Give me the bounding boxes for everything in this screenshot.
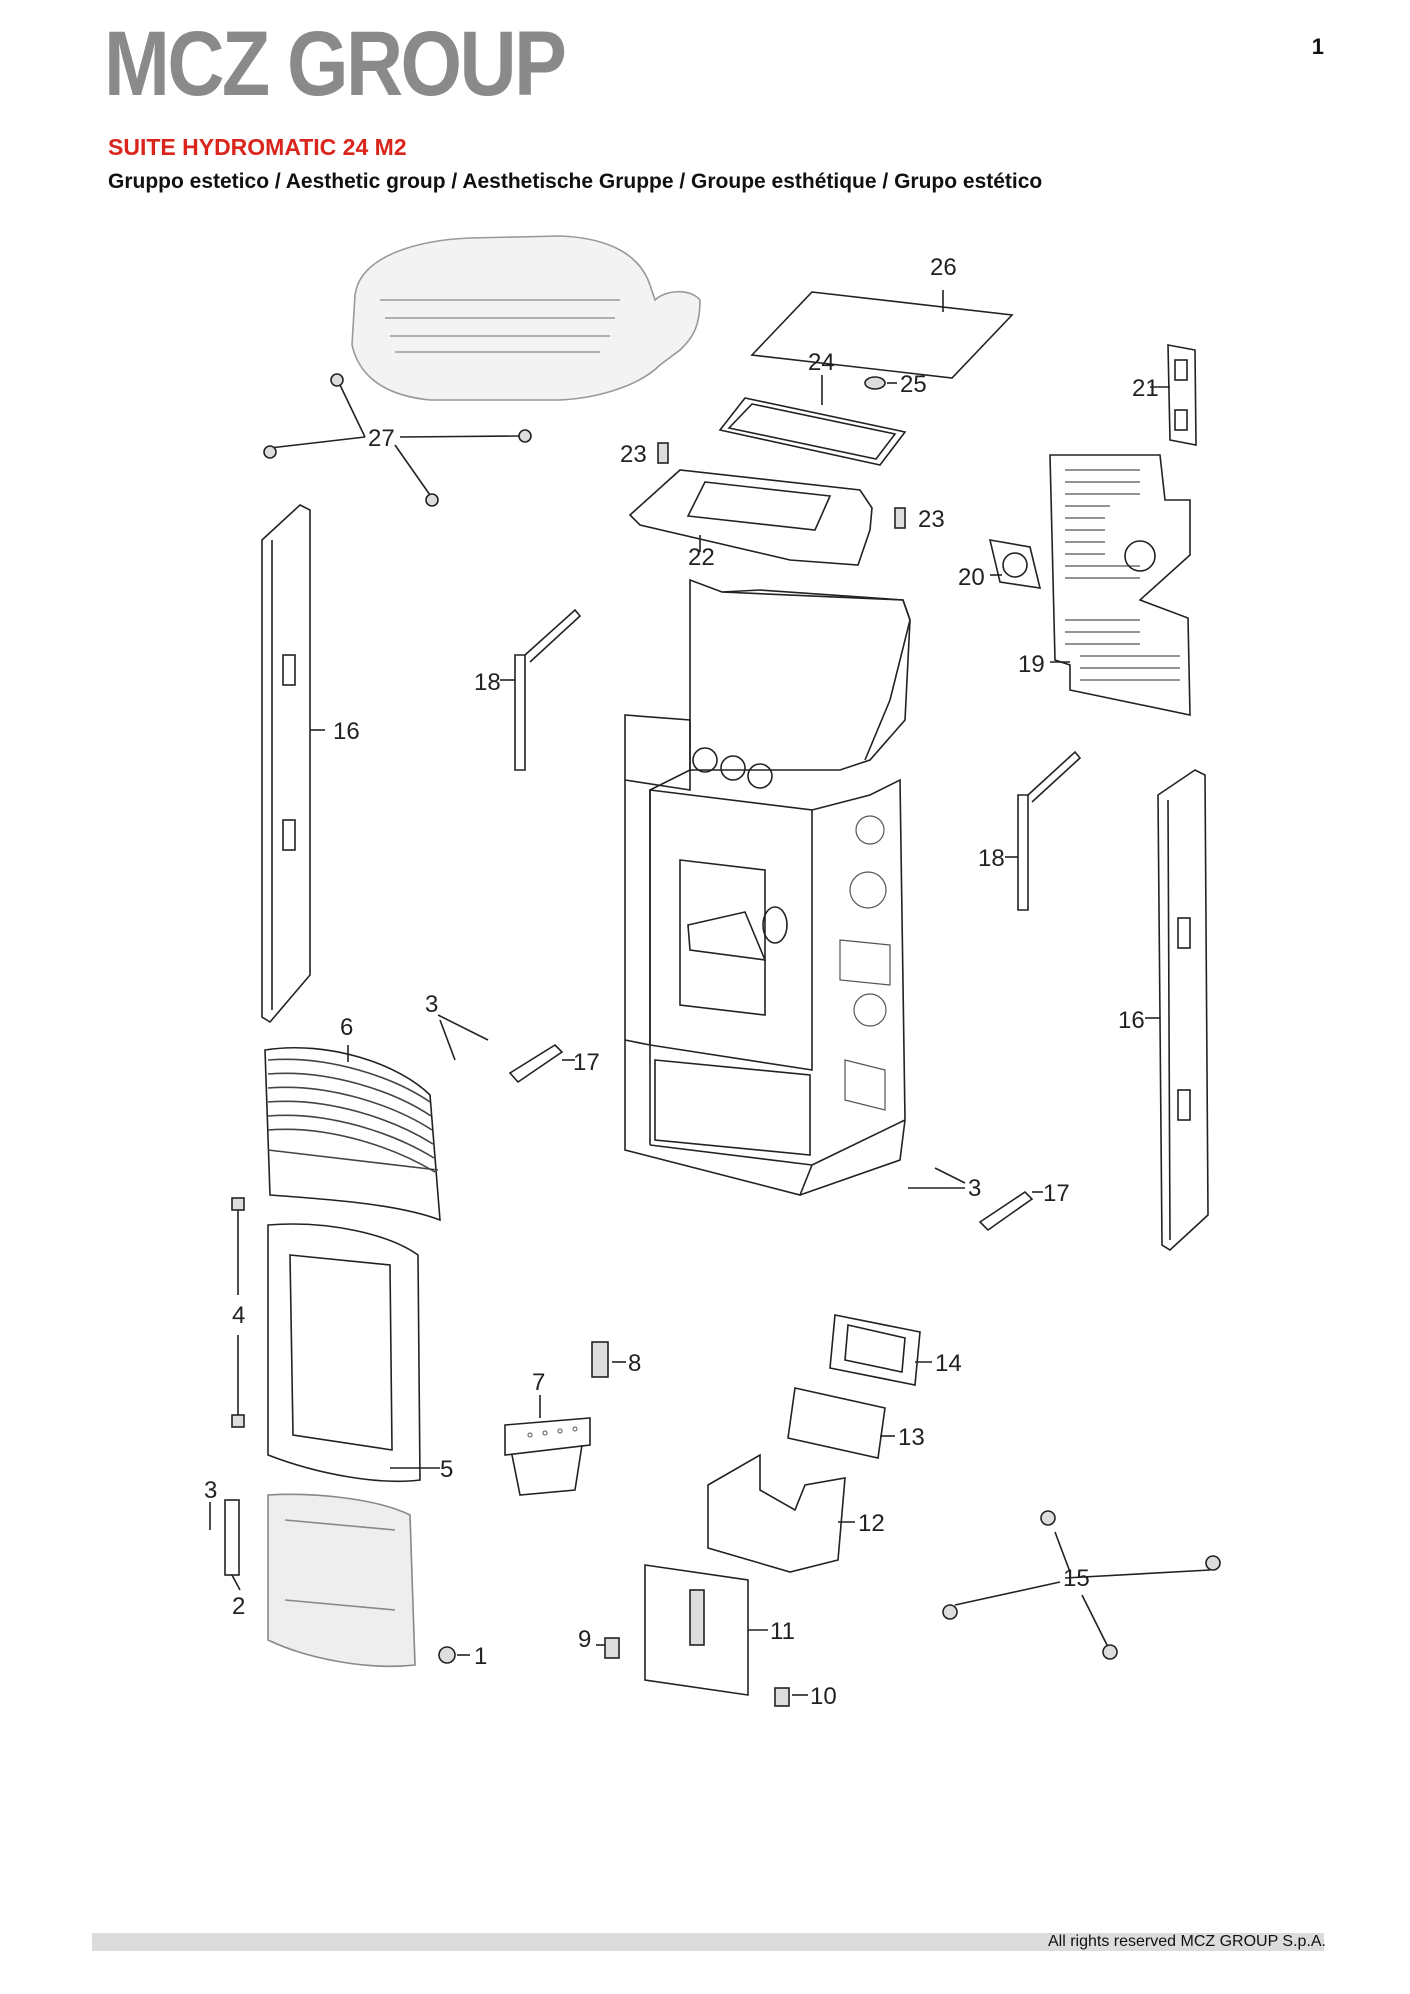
callout-16b: 16 bbox=[1118, 1007, 1145, 1034]
screw-part-3b bbox=[908, 1167, 966, 1189]
footer-copyright: All rights reserved MCZ GROUP S.p.A. bbox=[1048, 1933, 1326, 1950]
brand-logo: MCZ GROUP bbox=[104, 13, 567, 115]
callout-2: 2 bbox=[232, 1593, 245, 1620]
side-panel-part-16b bbox=[1145, 769, 1209, 1252]
hinge-rod-part-4 bbox=[231, 1197, 245, 1428]
front-grille-part-6 bbox=[264, 1045, 441, 1222]
callout-17a: 17 bbox=[573, 1049, 600, 1076]
callout-25: 25 bbox=[900, 371, 927, 398]
callout-3c: 3 bbox=[204, 1477, 217, 1504]
callout-17b: 17 bbox=[1043, 1180, 1070, 1207]
feet-part-15 bbox=[942, 1510, 1221, 1660]
gasket-frame-part bbox=[718, 375, 907, 466]
top-plate-part bbox=[628, 469, 873, 566]
callout-18b: 18 bbox=[978, 845, 1005, 872]
callout-7: 7 bbox=[532, 1369, 545, 1396]
side-bracket-part-18a bbox=[500, 608, 582, 771]
callout-5: 5 bbox=[440, 1456, 453, 1483]
callout-24: 24 bbox=[808, 349, 835, 376]
hinge-part-2 bbox=[224, 1499, 241, 1591]
callout-4: 4 bbox=[232, 1302, 245, 1329]
callout-18a: 18 bbox=[474, 669, 501, 696]
gasket-part-14 bbox=[829, 1314, 932, 1386]
latch-part-8 bbox=[591, 1341, 626, 1378]
callout-3b: 3 bbox=[968, 1175, 981, 1202]
side-panel-part-16a bbox=[261, 504, 325, 1024]
bracket-part-23b bbox=[894, 507, 906, 529]
callout-23b: 23 bbox=[918, 506, 945, 533]
ash-door-part bbox=[267, 1493, 416, 1668]
knob-part-1 bbox=[438, 1646, 470, 1664]
bracket-part-17a bbox=[508, 1043, 575, 1084]
ash-box-part-12 bbox=[707, 1453, 855, 1573]
callout-26: 26 bbox=[930, 254, 957, 281]
callout-21: 21 bbox=[1132, 375, 1159, 402]
stove-body-part bbox=[624, 578, 911, 1196]
callout-11: 11 bbox=[770, 1618, 795, 1645]
callout-20: 20 bbox=[958, 564, 985, 591]
callout-19: 19 bbox=[1018, 651, 1045, 678]
callout-27: 27 bbox=[368, 425, 395, 452]
screw-part-3a bbox=[437, 1014, 489, 1061]
callout-15: 15 bbox=[1063, 1565, 1090, 1592]
bracket-part-23a bbox=[657, 442, 669, 464]
callout-1: 1 bbox=[474, 1643, 487, 1670]
latch-part-10 bbox=[774, 1687, 808, 1707]
side-bracket-part-18b bbox=[1005, 750, 1082, 911]
callout-16a: 16 bbox=[333, 718, 360, 745]
model-title: SUITE HYDROMATIC 24 M2 bbox=[108, 134, 407, 160]
flue-gasket-part-20 bbox=[988, 539, 1042, 589]
callout-9: 9 bbox=[578, 1626, 591, 1653]
callout-22: 22 bbox=[688, 544, 715, 571]
callout-10: 10 bbox=[810, 1683, 837, 1710]
callout-8: 8 bbox=[628, 1350, 641, 1377]
callout-23a: 23 bbox=[620, 441, 647, 468]
hinge-part-9 bbox=[596, 1637, 620, 1659]
callout-12: 12 bbox=[858, 1510, 885, 1537]
back-panel-part-19 bbox=[1049, 454, 1191, 716]
door-frame-part-5 bbox=[267, 1223, 440, 1483]
rear-bracket-part-21 bbox=[1150, 344, 1197, 446]
bracket-part-17b bbox=[978, 1190, 1043, 1232]
callout-14: 14 bbox=[935, 1350, 962, 1377]
knob-part-25 bbox=[864, 376, 897, 390]
footer-bar bbox=[92, 1933, 1324, 1951]
group-subtitle: Gruppo estetico / Aesthetic group / Aest… bbox=[108, 170, 1043, 193]
callout-6: 6 bbox=[340, 1014, 353, 1041]
burn-pot-part-7 bbox=[504, 1395, 591, 1496]
callout-27-leaders bbox=[263, 373, 532, 507]
top-glass-part bbox=[750, 290, 1014, 379]
lower-door-part-11 bbox=[644, 1564, 768, 1696]
page-number: 1 bbox=[1311, 34, 1324, 59]
plate-part-13 bbox=[787, 1387, 895, 1459]
callout-3a: 3 bbox=[425, 991, 438, 1018]
top-cover-part bbox=[351, 235, 701, 401]
callout-13: 13 bbox=[898, 1424, 925, 1451]
